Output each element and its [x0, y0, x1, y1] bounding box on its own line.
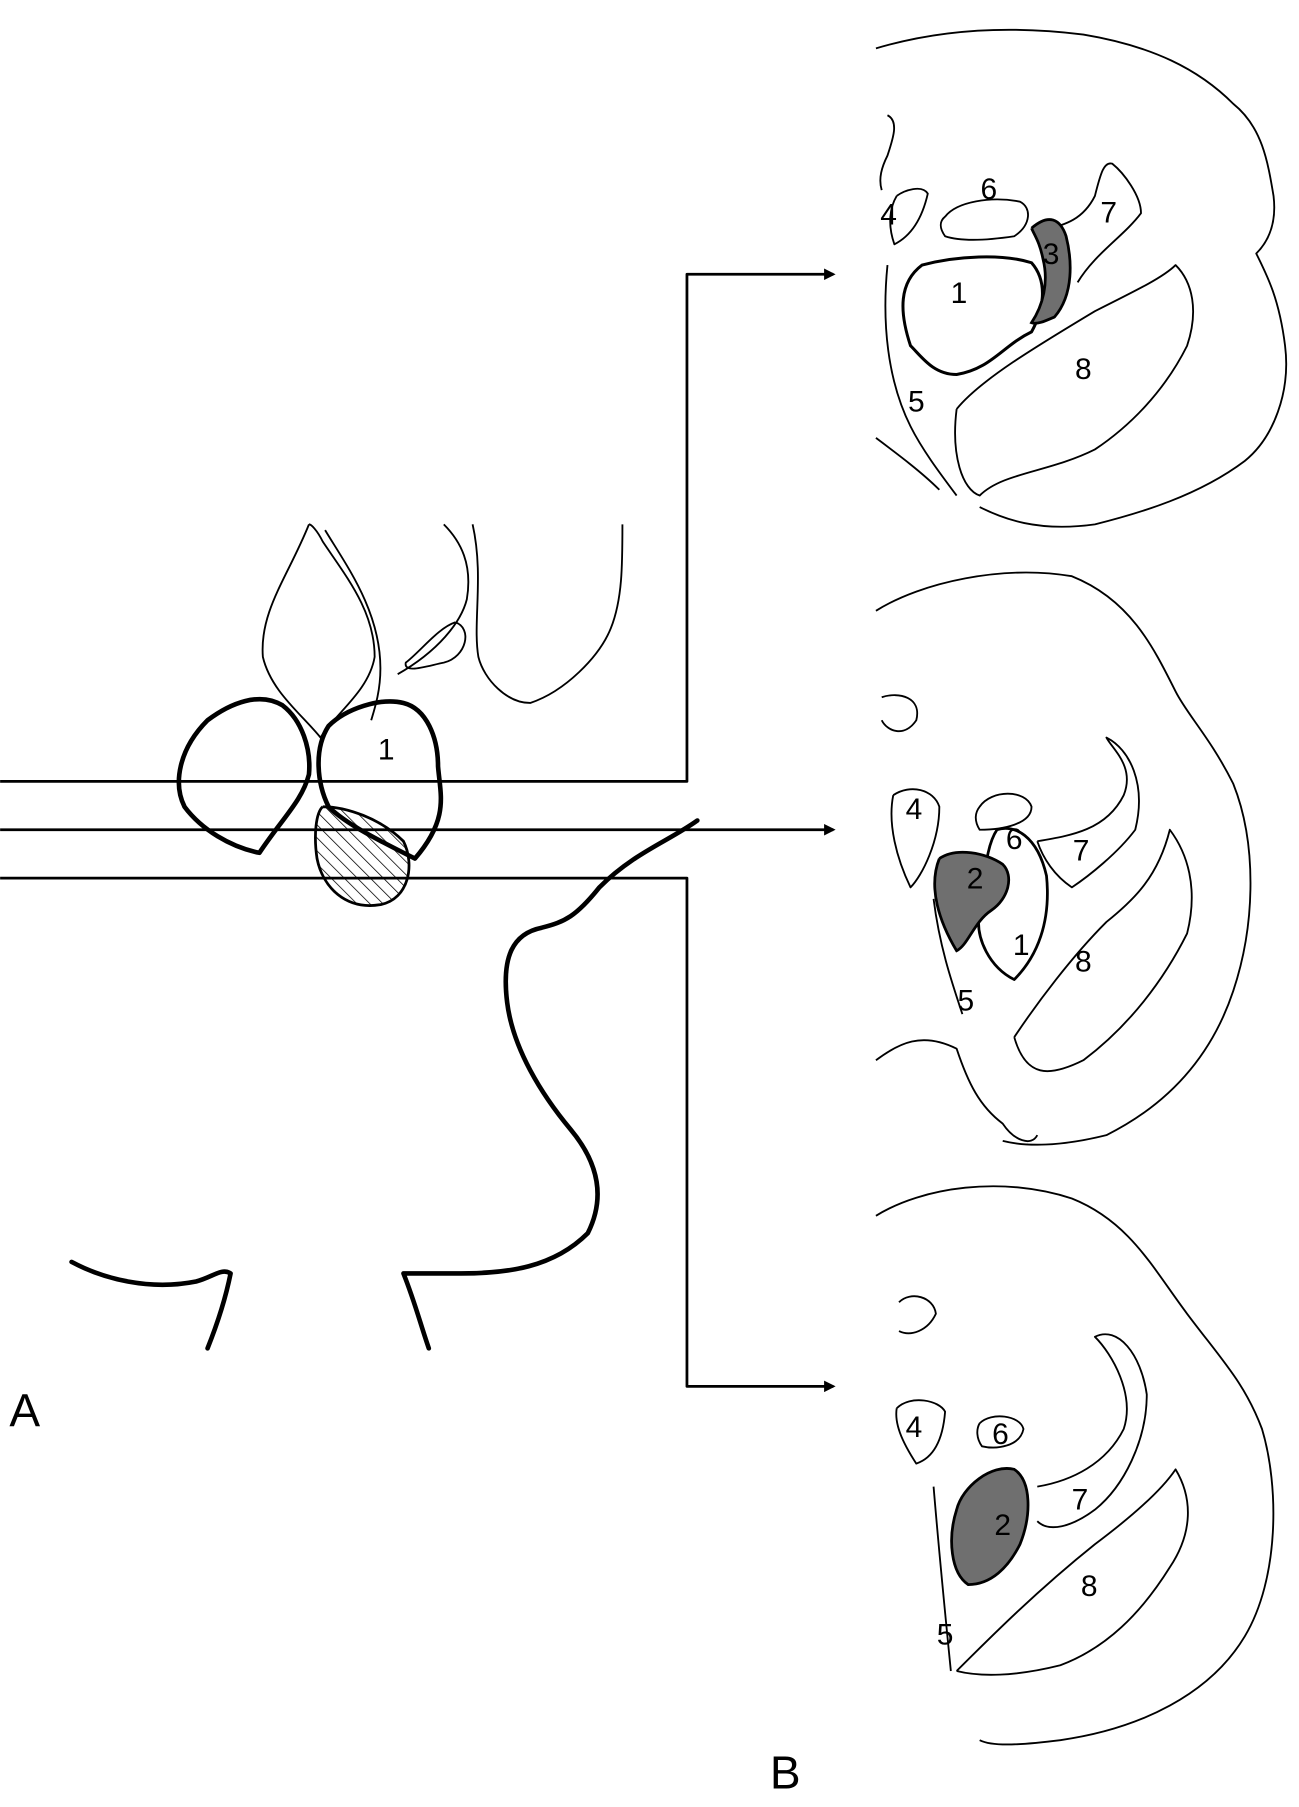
label-7: 7 — [1072, 1484, 1089, 1517]
upper-axial-section: 1 3 4 5 6 7 8 — [875, 28, 1287, 528]
label-7: 7 — [1073, 835, 1090, 868]
label-5: 5 — [937, 1618, 954, 1651]
lower-section-arrow — [0, 876, 836, 1393]
label-2: 2 — [994, 1509, 1011, 1542]
panel-a-label: A — [9, 1385, 40, 1437]
label-5: 5 — [908, 385, 925, 418]
region-4-outline — [890, 788, 941, 889]
hatched-lesion — [314, 805, 411, 907]
region-8-outline — [1013, 828, 1193, 1073]
lesion-region-2 — [933, 850, 1011, 953]
lower-axial-section: 2 4 5 6 7 8 — [875, 1185, 1275, 1746]
head-outline — [875, 1185, 1275, 1746]
pituitary-region-1 — [316, 699, 444, 861]
label-3: 3 — [1043, 238, 1060, 271]
lesion-region-3 — [1029, 218, 1072, 325]
region-7-outline — [1042, 162, 1142, 283]
label-2: 2 — [967, 862, 984, 895]
region-8-outline — [955, 1468, 1189, 1676]
region-6-outline — [974, 792, 1033, 831]
region-label-1: 1 — [378, 733, 395, 766]
label-8: 8 — [1075, 945, 1092, 978]
label-4: 4 — [906, 793, 923, 826]
head-outline — [875, 571, 1252, 1146]
chin-outline — [69, 1259, 233, 1351]
face-profile — [401, 818, 700, 1351]
label-1: 1 — [951, 277, 968, 310]
label-6: 6 — [992, 1418, 1009, 1451]
region-6-outline — [976, 1415, 1025, 1449]
upper-section-arrow — [0, 268, 836, 783]
region-7-outline — [1036, 1333, 1148, 1529]
label-4: 4 — [880, 199, 897, 232]
lesion-region-2 — [950, 1467, 1030, 1586]
region-4-outline — [895, 1399, 947, 1465]
region-4-outline — [889, 187, 929, 246]
label-7: 7 — [1100, 196, 1117, 229]
region-8-outline — [954, 264, 1194, 497]
panel-b-label: B — [770, 1747, 801, 1799]
label-4: 4 — [906, 1411, 923, 1444]
panel-a-sagittal-sketch: 1 A — [9, 523, 700, 1437]
region-1-outline — [901, 255, 1044, 377]
label-8: 8 — [1081, 1570, 1098, 1603]
region-7-outline — [1036, 736, 1140, 889]
label-8: 8 — [1075, 353, 1092, 386]
label-1: 1 — [1013, 929, 1030, 962]
middle-axial-section: 1 2 4 5 6 7 8 — [875, 571, 1252, 1146]
section-lines — [0, 268, 836, 1393]
head-outline — [875, 28, 1287, 528]
label-5: 5 — [958, 985, 975, 1018]
label-6: 6 — [981, 173, 998, 206]
label-6: 6 — [1006, 823, 1023, 856]
left-lobe-outline — [176, 696, 312, 856]
region-6-outline — [939, 198, 1029, 241]
